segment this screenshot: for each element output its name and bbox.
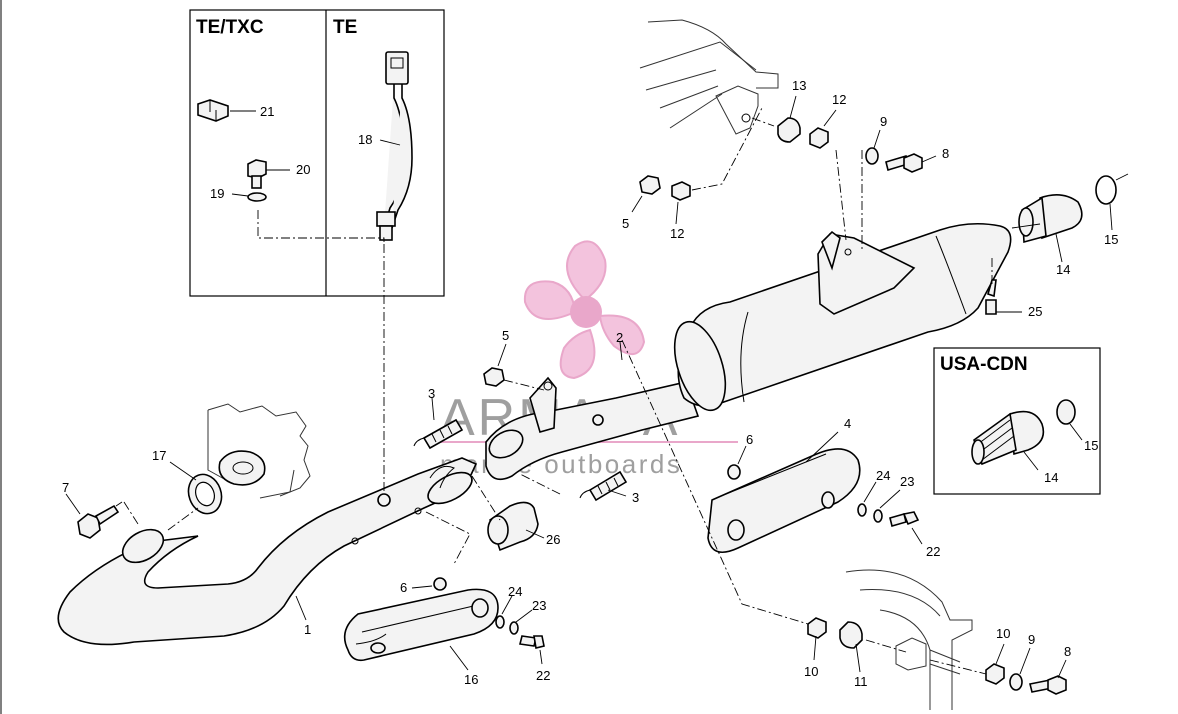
callout-22: 22 xyxy=(926,544,940,559)
pipe-sleeve-part xyxy=(487,501,539,552)
bolt-part xyxy=(889,511,920,527)
gasket-part xyxy=(187,473,223,515)
callout-24: 24 xyxy=(508,584,522,599)
bolt-part xyxy=(885,153,923,173)
callout-12: 12 xyxy=(670,226,684,241)
callout-21: 21 xyxy=(260,104,274,119)
callout-25: 25 xyxy=(1028,304,1042,319)
header-heat-shield-part xyxy=(343,588,499,662)
callout-labels: 1 2 3 3 4 5 5 6 6 7 8 8 9 9 10 10 11 12 … xyxy=(62,78,1118,689)
nut-part xyxy=(483,367,505,387)
callout-1: 1 xyxy=(304,622,311,637)
spark-arrestor-screen-part xyxy=(971,410,1045,466)
bolt-part xyxy=(519,635,545,649)
connector-cap-part xyxy=(197,99,229,122)
callout-5: 5 xyxy=(622,216,629,231)
callout-12: 12 xyxy=(832,92,846,107)
callout-18: 18 xyxy=(358,132,372,147)
callout-13: 13 xyxy=(792,78,806,93)
callout-10: 10 xyxy=(996,626,1010,641)
circlip-part xyxy=(1056,399,1076,425)
inset-usa-cdn: USA-CDN xyxy=(933,347,1101,495)
grommet-part xyxy=(777,117,801,143)
nut-part xyxy=(639,175,661,195)
callout-8: 8 xyxy=(1064,644,1071,659)
callout-15: 15 xyxy=(1084,438,1098,453)
washer-part xyxy=(495,615,505,629)
callout-15: 15 xyxy=(1104,232,1118,247)
cylinder-head-outline xyxy=(207,403,311,499)
callout-4: 4 xyxy=(844,416,851,431)
callout-10: 10 xyxy=(804,664,818,679)
callout-14: 14 xyxy=(1044,470,1058,485)
callout-16: 16 xyxy=(464,672,478,687)
frame-outline-rear xyxy=(639,19,779,135)
frame-outline-lower xyxy=(845,569,973,710)
washer-part xyxy=(873,509,883,523)
callout-23: 23 xyxy=(532,598,546,613)
bushing-part xyxy=(671,181,691,201)
callout-6: 6 xyxy=(400,580,407,595)
bushing-part xyxy=(807,617,827,639)
bolt-part xyxy=(1029,675,1067,695)
callout-2: 2 xyxy=(616,330,623,345)
callout-11: 11 xyxy=(854,674,868,689)
callout-3: 3 xyxy=(632,490,639,505)
callout-3: 3 xyxy=(428,386,435,401)
callout-7: 7 xyxy=(62,480,69,495)
inset-title-te-txc: TE/TXC xyxy=(196,17,264,38)
callout-17: 17 xyxy=(152,448,166,463)
spring-part xyxy=(413,418,464,450)
inset-title-te: TE xyxy=(333,17,357,38)
washer-part xyxy=(509,621,519,635)
callout-22: 22 xyxy=(536,668,550,683)
bushing-part xyxy=(985,663,1005,685)
callout-23: 23 xyxy=(900,474,914,489)
washer-part xyxy=(433,577,447,591)
header-pipe-part xyxy=(57,457,478,646)
washer-part xyxy=(857,503,867,517)
callout-5: 5 xyxy=(502,328,509,343)
grommet-part xyxy=(839,621,863,649)
inset-title-usa-cdn: USA-CDN xyxy=(940,354,1028,375)
washer-part xyxy=(865,147,879,165)
screw-part xyxy=(985,279,997,315)
callout-6: 6 xyxy=(746,432,753,447)
watermark-tagline: marine outboards xyxy=(440,449,682,479)
callout-24: 24 xyxy=(876,468,890,483)
washer-part xyxy=(727,464,741,480)
bushing-part xyxy=(809,127,829,149)
callout-9: 9 xyxy=(880,114,887,129)
plug-bolt-part xyxy=(247,159,267,189)
silencer-part xyxy=(673,222,1012,412)
propeller-logo-icon xyxy=(523,240,646,380)
inset-te-txc-te: TE/TXC TE xyxy=(189,9,445,297)
circlip-part xyxy=(1095,175,1117,205)
callout-20: 20 xyxy=(296,162,310,177)
end-cap-part xyxy=(1018,194,1083,244)
sensor-wire-part xyxy=(376,51,413,241)
washer-part xyxy=(1009,673,1023,691)
callout-14: 14 xyxy=(1056,262,1070,277)
flange-bolt-part xyxy=(77,504,120,539)
spring-part xyxy=(579,470,628,502)
callout-9: 9 xyxy=(1028,632,1035,647)
callout-19: 19 xyxy=(210,186,224,201)
callout-8: 8 xyxy=(942,146,949,161)
washer-part xyxy=(247,192,267,202)
callout-26: 26 xyxy=(546,532,560,547)
silencer-heat-shield-part xyxy=(707,448,861,554)
